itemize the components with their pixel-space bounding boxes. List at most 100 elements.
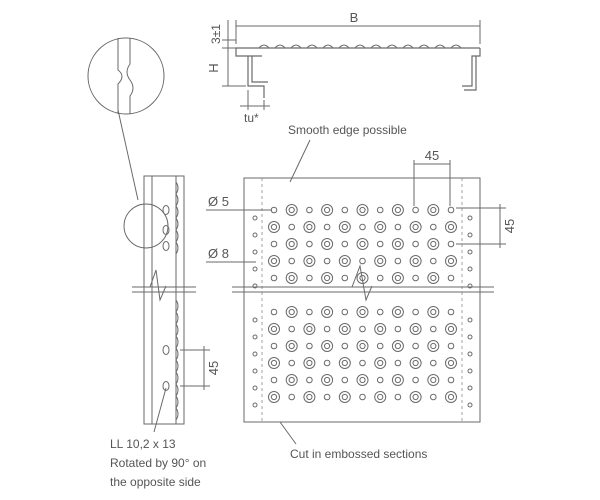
large-hole-inner xyxy=(324,376,331,384)
small-hole xyxy=(430,223,437,231)
large-hole xyxy=(427,204,440,216)
edge-hole xyxy=(467,368,473,374)
edge-hole xyxy=(467,385,473,391)
edge-hole xyxy=(467,215,473,221)
large-hole xyxy=(268,221,280,233)
small-hole xyxy=(341,240,349,248)
small-hole xyxy=(323,325,331,333)
large-hole-inner xyxy=(412,359,419,367)
large-hole-inner xyxy=(412,393,419,401)
large-hole-inner xyxy=(430,274,437,282)
large-hole-inner xyxy=(324,308,331,316)
small-hole xyxy=(376,206,384,214)
large-hole xyxy=(374,391,387,403)
tolerance-dim-label: 3±1 xyxy=(209,24,223,44)
small-hole xyxy=(341,274,349,282)
large-hole-inner xyxy=(270,359,278,367)
large-hole-inner xyxy=(306,223,313,231)
small-hole xyxy=(306,206,313,214)
large-hole-inner xyxy=(359,308,366,316)
small-hole xyxy=(323,223,331,231)
large-hole xyxy=(427,374,440,386)
slot-rotated-label: Rotated by 90° on xyxy=(110,456,206,470)
small-hole xyxy=(394,223,402,231)
small-hole xyxy=(430,393,437,401)
large-hole-inner xyxy=(430,376,437,384)
large-hole xyxy=(268,357,280,369)
edge-hole xyxy=(252,317,258,323)
edge-hole xyxy=(252,215,258,221)
side-pitch-label: 45 xyxy=(206,361,221,375)
large-hole xyxy=(356,374,369,386)
edge-hole xyxy=(467,232,473,238)
edge-hole xyxy=(467,351,473,357)
profile-emboss xyxy=(418,44,430,49)
edge-hole xyxy=(252,385,258,391)
large-hole-inner xyxy=(270,257,278,265)
side-slot xyxy=(162,381,170,391)
large-hole xyxy=(427,238,440,250)
large-hole-inner xyxy=(359,206,366,214)
large-hole xyxy=(303,255,316,267)
large-hole-inner xyxy=(359,342,366,350)
large-hole xyxy=(409,357,422,369)
large-hole xyxy=(321,340,334,352)
small-hole xyxy=(359,393,366,401)
profile-embosses xyxy=(258,44,462,49)
small-hole xyxy=(394,257,402,265)
small-hole xyxy=(288,393,296,401)
large-hole xyxy=(374,255,387,267)
small-hole xyxy=(430,325,437,333)
small-hole xyxy=(447,274,455,282)
small-hole xyxy=(288,325,296,333)
small-hole xyxy=(323,257,331,265)
large-hole xyxy=(321,272,334,284)
large-hole xyxy=(374,221,387,233)
large-hole-inner xyxy=(270,325,278,333)
large-hole xyxy=(338,391,351,403)
large-hole xyxy=(445,255,457,267)
profile-emboss xyxy=(402,44,414,49)
large-hole xyxy=(321,204,334,216)
large-hole-inner xyxy=(306,325,313,333)
large-hole xyxy=(285,374,298,386)
small-hole xyxy=(394,325,402,333)
large-hole-inner xyxy=(394,274,401,282)
small-hole xyxy=(288,257,296,265)
large-hole-inner xyxy=(288,274,295,282)
large-hole-inner xyxy=(377,393,384,401)
small-hole xyxy=(359,257,366,265)
large-hole xyxy=(409,391,422,403)
large-hole-inner xyxy=(359,376,366,384)
large-hole xyxy=(391,306,404,318)
large-hole xyxy=(445,391,457,403)
profile-emboss xyxy=(354,44,366,49)
small-hole xyxy=(376,274,384,282)
small-hole xyxy=(447,240,455,248)
edge-hole xyxy=(467,402,473,408)
large-hole xyxy=(303,357,316,369)
large-hole xyxy=(268,323,280,335)
large-hole xyxy=(391,374,404,386)
large-hole-inner xyxy=(341,223,348,231)
profile-emboss xyxy=(306,44,318,49)
large-hole xyxy=(285,306,298,318)
large-hole-inner xyxy=(394,240,401,248)
hole-small-label: Ø 5 xyxy=(208,194,229,209)
large-hole-inner xyxy=(288,342,295,350)
small-hole xyxy=(376,240,384,248)
small-hole xyxy=(270,274,278,282)
profile-emboss xyxy=(386,44,398,49)
small-hole xyxy=(341,342,349,350)
large-hole-inner xyxy=(377,257,384,265)
large-hole-inner xyxy=(341,257,348,265)
large-hole-inner xyxy=(394,376,401,384)
large-hole-inner xyxy=(430,308,437,316)
small-hole xyxy=(447,376,455,384)
small-hole xyxy=(288,359,296,367)
small-hole xyxy=(270,308,278,316)
large-hole xyxy=(285,238,298,250)
large-hole-inner xyxy=(430,206,437,214)
large-hole-inner xyxy=(288,376,295,384)
side-slots xyxy=(162,205,170,391)
